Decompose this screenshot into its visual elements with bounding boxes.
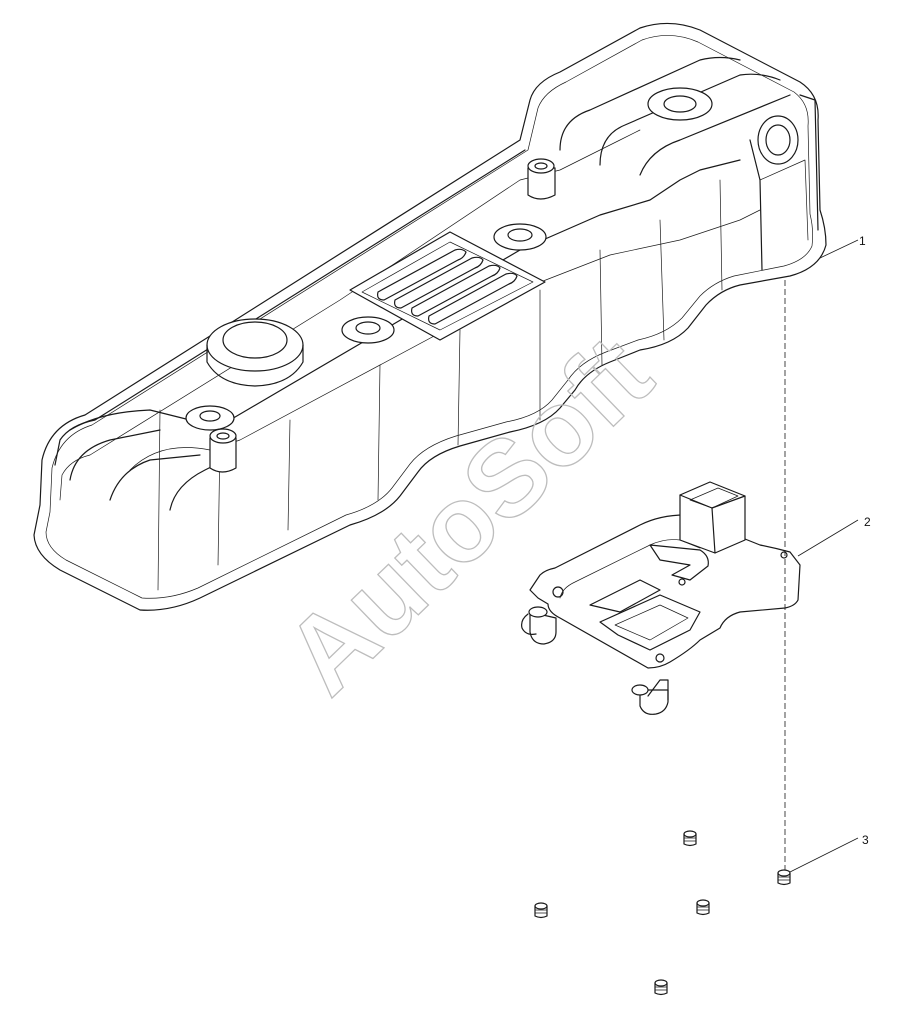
screw-icon xyxy=(696,899,710,916)
breather-slots xyxy=(377,248,518,325)
callout-label-1: 1 xyxy=(859,234,866,248)
callout-label-2: 2 xyxy=(864,515,871,529)
screw-icon xyxy=(683,830,697,847)
callout-label-3: 3 xyxy=(862,833,869,847)
screw-icon xyxy=(777,869,791,886)
valve-cover-part-1 xyxy=(33,22,827,611)
screw-icon xyxy=(654,979,668,996)
watermark-text: AutoSoft xyxy=(262,313,674,717)
leader-line-1 xyxy=(819,239,859,259)
leader-line-3 xyxy=(789,837,859,873)
leader-line-2 xyxy=(797,519,859,557)
screw-icon xyxy=(534,902,548,919)
heater-plate-part-2 xyxy=(521,481,801,715)
screw-set-part-3 xyxy=(534,830,791,996)
